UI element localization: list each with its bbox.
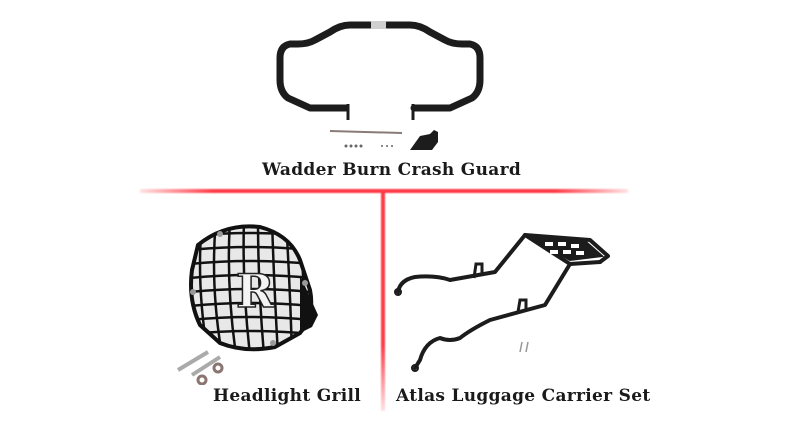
vertical-divider: [381, 191, 385, 411]
crash-guard-image: [276, 21, 484, 150]
luggage-carrier-product: [390, 220, 620, 380]
caption-crash-guard: Wadder Burn Crash Guard: [262, 160, 522, 180]
headlight-grill-product: R: [150, 215, 350, 385]
caption-headlight-grill: Headlight Grill: [213, 386, 362, 406]
svg-text:R: R: [236, 264, 275, 318]
caption-luggage-carrier: Atlas Luggage Carrier Set: [396, 386, 651, 406]
headlight-grill-image: R: [176, 224, 318, 385]
crash-guard-product: [270, 0, 520, 150]
luggage-carrier-image: [394, 233, 610, 372]
